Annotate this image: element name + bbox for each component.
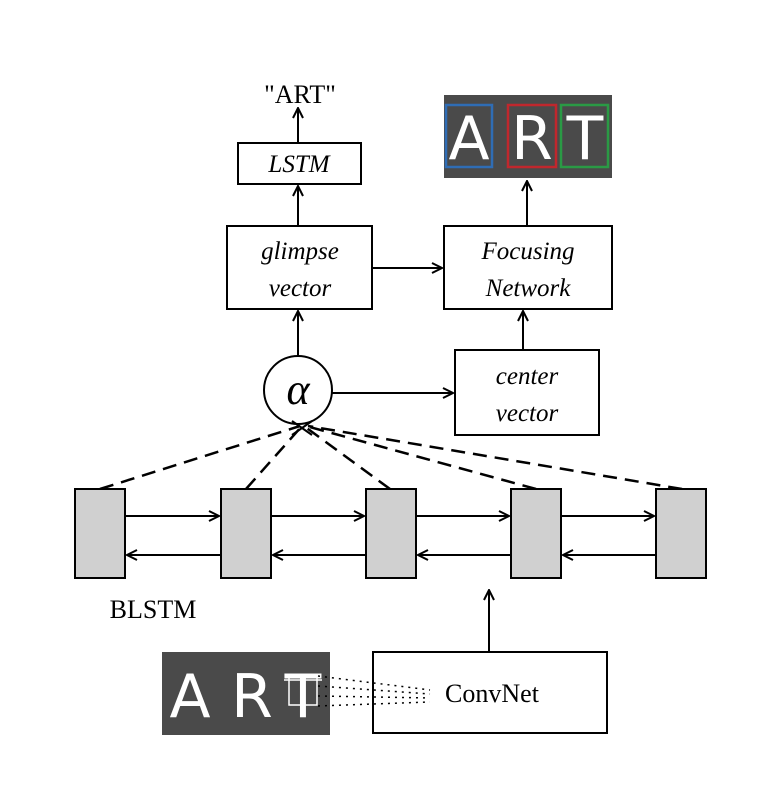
blstm-cell-5 [655, 488, 707, 579]
output-letter-t: T [566, 104, 604, 174]
focusing-network-box: Focusing Network [443, 225, 613, 310]
attention-line-2 [245, 425, 303, 490]
attention-alpha-node: α [263, 355, 333, 425]
focusing-line1: Focusing [480, 238, 574, 265]
input-letter-r: R [231, 662, 273, 732]
glimpse-line1: glimpse [261, 238, 339, 265]
glimpse-vector-box: glimpse vector [226, 225, 373, 310]
attention-line-1 [99, 424, 301, 491]
focusing-line2: Network [485, 275, 572, 302]
letter-box-green [559, 103, 610, 169]
center-line1: center [496, 363, 559, 390]
convnet-box: ConvNet [372, 651, 608, 734]
receptive-field-projection [317, 675, 431, 707]
lstm-label: LSTM [267, 151, 330, 178]
attention-convergence-mark [291, 420, 313, 436]
output-letter-r: R [511, 104, 553, 174]
input-image: A R T [162, 652, 330, 735]
center-vector-box: center vector [454, 349, 600, 436]
attention-dashed-lines [99, 424, 683, 491]
blstm-label: BLSTM [110, 595, 197, 624]
blstm-cell-1 [74, 488, 126, 579]
blstm-cells [74, 488, 707, 579]
attention-line-5 [307, 424, 683, 491]
output-string: "ART" [264, 80, 336, 109]
alpha-symbol: α [286, 365, 310, 414]
glimpse-line2: vector [269, 275, 332, 302]
blstm-cell-4 [510, 488, 562, 579]
attention-line-4 [305, 424, 537, 491]
output-letter-a: A [448, 104, 489, 174]
center-line2: vector [496, 400, 559, 427]
receptive-field-boxes [284, 674, 322, 706]
output-image: A R T [444, 95, 612, 178]
blstm-cell-3 [365, 488, 417, 579]
letter-box-blue [444, 103, 494, 169]
convnet-label: ConvNet [445, 679, 540, 708]
input-letter-a: A [169, 662, 210, 732]
letter-box-red [506, 103, 558, 169]
lstm-box: LSTM [237, 142, 362, 185]
blstm-cell-2 [220, 488, 272, 579]
attention-line-3 [303, 424, 391, 491]
